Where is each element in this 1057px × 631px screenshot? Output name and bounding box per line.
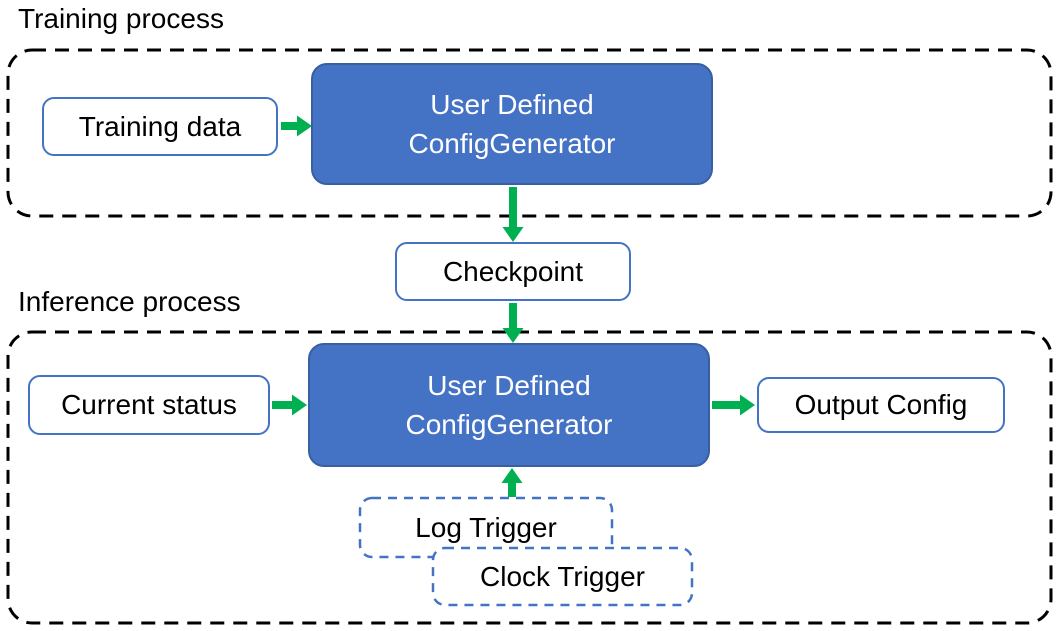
arrow-triggers-to-generator — [501, 468, 523, 497]
inference-process-label: Inference process — [18, 286, 241, 317]
arrow-generator-to-checkpoint — [502, 187, 524, 242]
inference-process-container — [6, 330, 1053, 625]
inference-generator-line2: ConfigGenerator — [405, 409, 613, 440]
arrow-current-status-to-generator — [272, 394, 307, 416]
log-trigger-label: Log Trigger — [415, 511, 557, 543]
inference-generator-line1: User Defined — [427, 370, 591, 401]
training-generator-line2: ConfigGenerator — [408, 128, 616, 159]
training-process-label: Training process — [18, 3, 224, 34]
output-config-box: Output Config — [757, 377, 1005, 433]
training-data-box: Training data — [42, 97, 278, 156]
clock-trigger-box — [431, 546, 694, 607]
current-status-box: Current status — [28, 375, 270, 435]
training-process-container — [6, 48, 1053, 218]
inference-generator-box: User Defined ConfigGenerator — [308, 343, 710, 467]
training-generator-box: User Defined ConfigGenerator — [311, 63, 713, 185]
arrow-checkpoint-to-generator — [502, 303, 524, 343]
arrow-training-data-to-generator — [281, 115, 312, 137]
training-generator-line1: User Defined — [430, 89, 594, 120]
clock-trigger-label: Clock Trigger — [480, 560, 645, 592]
arrow-generator-to-output-config — [712, 394, 755, 416]
log-trigger-box — [358, 496, 614, 559]
checkpoint-box: Checkpoint — [395, 242, 631, 301]
